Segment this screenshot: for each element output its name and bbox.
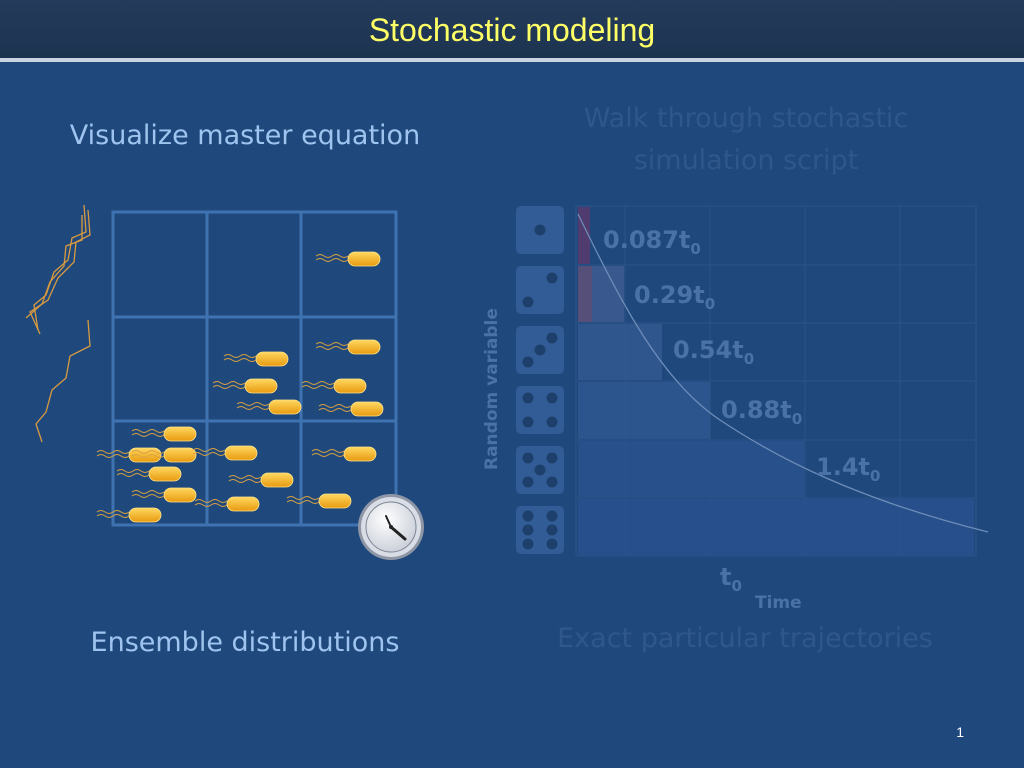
trajectory-squiggles <box>25 204 91 443</box>
die-icon-1 <box>516 206 564 254</box>
master-equation-label: Visualize master equation <box>69 120 421 151</box>
bacterium-icon <box>131 487 197 503</box>
die-icon-4 <box>516 386 564 434</box>
die-icon-5 <box>516 446 564 494</box>
die-icon-2 <box>516 266 564 314</box>
bacterium-icon <box>318 401 384 417</box>
bacterium-icon <box>212 378 278 394</box>
bacteria-population <box>96 251 384 523</box>
y-axis-label: Random variable <box>482 308 502 470</box>
trajectories-label: Exact particular trajectories <box>557 623 933 654</box>
slide-title: Stochastic modeling <box>368 12 656 48</box>
time-label-1: 0.087t0 <box>603 226 701 258</box>
clock-icon <box>358 494 424 560</box>
simulation-script-label: Walk through stochastic simulation scrip… <box>583 103 909 176</box>
bacterium-icon <box>311 446 377 462</box>
bacterium-icon <box>236 399 302 415</box>
die-icon-3 <box>516 326 564 374</box>
time-label-3: 0.54t0 <box>673 336 754 368</box>
bacterium-icon <box>223 351 289 367</box>
bacterium-icon <box>286 493 352 509</box>
bacterium-icon <box>194 496 260 512</box>
bacterium-icon <box>96 507 162 523</box>
die-icon-6 <box>516 506 564 554</box>
bacterium-icon <box>131 426 197 442</box>
x-axis-label: Time <box>755 593 802 613</box>
x-tick-label: t0 <box>720 563 742 595</box>
ensemble-distributions-label: Ensemble distributions <box>90 627 400 658</box>
bacterium-icon <box>315 251 381 267</box>
bacterium-icon <box>192 445 258 461</box>
title-bar: Stochastic modeling <box>0 0 1024 62</box>
time-label-4: 0.88t0 <box>721 396 802 428</box>
bacterium-icon <box>315 339 381 355</box>
master-equation-grid <box>111 210 398 527</box>
slide-number: 1 <box>956 724 964 740</box>
bacterium-icon <box>116 466 182 482</box>
bacterium-icon <box>228 472 294 488</box>
time-label-2: 0.29t0 <box>634 281 715 313</box>
time-label-5: 1.4t0 <box>816 453 880 485</box>
simulation-diagram: 0.087t0 0.29t0 0.54t0 0.88t0 1.4t0 t0 Ti… <box>482 205 989 613</box>
bacterium-icon <box>301 378 367 394</box>
